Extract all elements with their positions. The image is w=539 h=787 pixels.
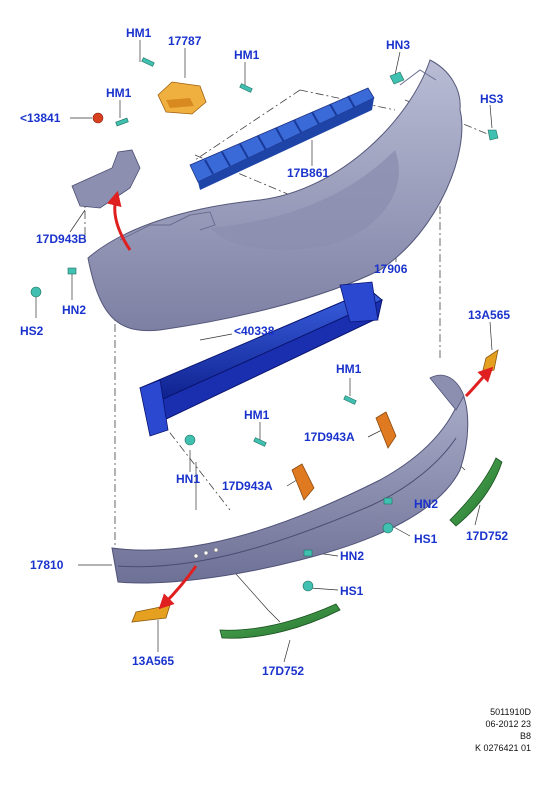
part-17810-lower-bumper bbox=[111, 374, 469, 584]
label-17b861: 17B861 bbox=[287, 166, 330, 180]
label-17d943b: 17D943B bbox=[36, 232, 87, 246]
label-40338: <40338 bbox=[234, 324, 275, 338]
label-13a565-left: 13A565 bbox=[132, 654, 175, 668]
part-17b861-absorber bbox=[189, 87, 375, 190]
label-17787: 17787 bbox=[168, 34, 202, 48]
part-40338-reinforcement bbox=[139, 281, 383, 437]
part-17d752-trim-left bbox=[219, 603, 341, 639]
footer-variant: B8 bbox=[519, 731, 531, 741]
footer-ref-code: 5011910D bbox=[490, 707, 531, 717]
part-13a565-reflector-left bbox=[131, 604, 171, 623]
label-hs2: HS2 bbox=[20, 324, 44, 338]
label-17d943a-left: 17D943A bbox=[222, 479, 273, 493]
label-hn2-center: HN2 bbox=[340, 549, 365, 563]
label-hm1-top: HM1 bbox=[126, 26, 152, 40]
footer-doc-number: K 0276421 01 bbox=[474, 743, 531, 753]
part-17d752-trim-right bbox=[449, 457, 503, 527]
label-hn3: HN3 bbox=[386, 38, 411, 52]
label-hn2-right: HN2 bbox=[414, 497, 439, 511]
movement-arrows bbox=[106, 190, 494, 610]
part-13a565-reflector-right bbox=[481, 349, 499, 375]
fasteners bbox=[30, 57, 499, 592]
label-hs3: HS3 bbox=[480, 92, 504, 106]
label-17d752-right: 17D752 bbox=[466, 529, 509, 543]
label-hm1-right: HM1 bbox=[336, 362, 362, 376]
part-17906-bumper-cover bbox=[87, 59, 463, 332]
label-13841: <13841 bbox=[20, 111, 61, 125]
part-17d943a-bracket-right bbox=[375, 411, 397, 449]
part-17787-bracket bbox=[157, 81, 207, 115]
label-hn2-left: HN2 bbox=[62, 303, 87, 317]
label-17906: 17906 bbox=[374, 262, 408, 276]
footer-date: 06-2012 23 bbox=[485, 719, 531, 729]
label-hm1-mid: HM1 bbox=[234, 48, 260, 62]
label-hm1-center: HM1 bbox=[244, 408, 270, 422]
part-17d943a-bracket-left bbox=[291, 463, 315, 501]
label-hm1-left: HM1 bbox=[106, 86, 132, 100]
label-hs1-right: HS1 bbox=[414, 532, 438, 546]
label-13a565-right: 13A565 bbox=[468, 308, 511, 322]
label-17d752-left: 17D752 bbox=[262, 664, 305, 678]
part-17d943b-bracket bbox=[71, 149, 141, 209]
label-17810: 17810 bbox=[30, 558, 64, 572]
label-17d943a-right: 17D943A bbox=[304, 430, 355, 444]
label-hs1-center: HS1 bbox=[340, 584, 364, 598]
label-hn1: HN1 bbox=[176, 472, 201, 486]
